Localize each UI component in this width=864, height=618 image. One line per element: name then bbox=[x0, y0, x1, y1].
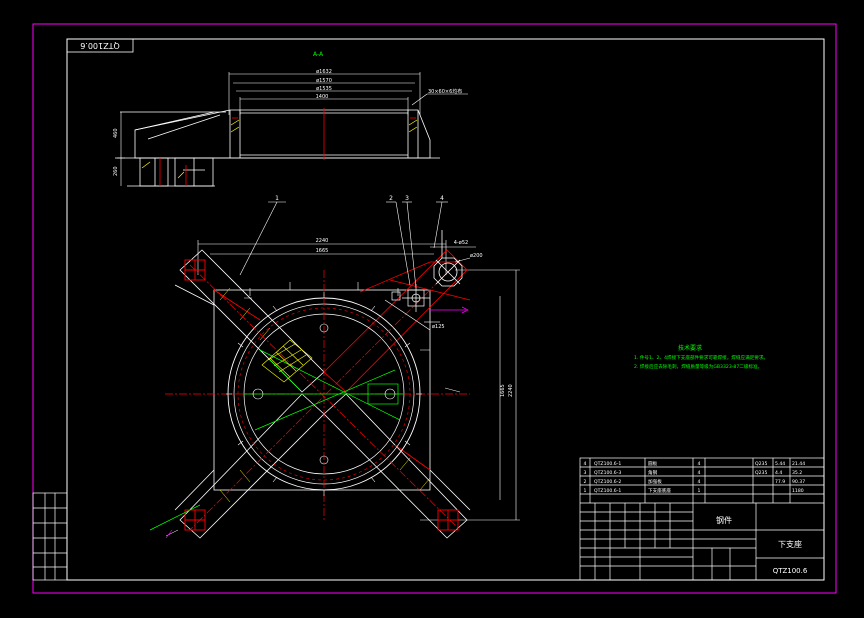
section-view: A-A ø1632 ø1570 ø1535 1400 30×60×6均布 bbox=[113, 51, 468, 187]
part-row-4-qty: 1 bbox=[698, 488, 701, 494]
part-name: 下支座 bbox=[778, 539, 802, 549]
right-dim-2: 2240 bbox=[508, 384, 514, 397]
part-row-2-w2: 35.2 bbox=[792, 470, 802, 476]
inner-frame bbox=[66, 38, 825, 581]
part-row-4-w2: 1180 bbox=[792, 488, 804, 494]
part-row-2-w1: 4.4 bbox=[775, 470, 782, 476]
part-number-4: 4 bbox=[440, 195, 444, 202]
part-row-1-name: 圆板 bbox=[648, 460, 658, 467]
top-dim-2: ø1570 bbox=[316, 78, 332, 84]
part-row-1-qty: 4 bbox=[698, 461, 701, 467]
material: 钢件 bbox=[716, 515, 732, 525]
part-row-2-code: QTZ100.6-3 bbox=[594, 470, 621, 476]
part-row-2-mat: Q235 bbox=[755, 470, 767, 476]
callout-top: 30×60×6均布 bbox=[428, 88, 462, 95]
part-row-3-qty: 4 bbox=[698, 479, 701, 485]
top-dim-3: ø1535 bbox=[316, 86, 332, 92]
rotated-code: QTZ100.6 bbox=[80, 41, 120, 50]
part-row-1-w1: 5.44 bbox=[775, 461, 785, 467]
left-side-table bbox=[32, 492, 68, 581]
part-row-2-no: 3 bbox=[584, 470, 587, 476]
hole-label2: ø200 bbox=[470, 253, 483, 259]
part-row-1-mat: Q235 bbox=[755, 461, 767, 467]
note-1: 1. 件号1、2、4焊接下支座部件要求可靠焊接，焊缝应满足要求。 bbox=[634, 354, 768, 361]
part-row-3-w2: 90.37 bbox=[792, 479, 805, 485]
part-row-4-code: QTZ100.6-1 bbox=[594, 488, 621, 494]
part-row-3-code: QTZ100.6-2 bbox=[594, 479, 621, 485]
part-row-2-qty: 4 bbox=[698, 470, 701, 476]
part-row-3-name: 加强板 bbox=[648, 478, 662, 485]
part-row-1-no: 4 bbox=[584, 461, 587, 467]
small-dim: ø125 bbox=[432, 324, 445, 330]
mesh-patch bbox=[261, 339, 313, 383]
left-dim-2: 260 bbox=[113, 166, 119, 176]
part-row-3-no: 2 bbox=[584, 479, 587, 485]
part-number-1: 1 bbox=[275, 195, 279, 202]
part-row-1-code: QTZ100.6-1 bbox=[594, 461, 621, 467]
left-dim-1: 460 bbox=[113, 128, 119, 138]
top-dim-4: 1400 bbox=[316, 94, 329, 100]
plan-view: 2240 1665 1665 2240 bbox=[149, 195, 520, 539]
note-2: 2. 焊接后应去除毛刺，焊缝质量等级为GB3323-87二级标准。 bbox=[634, 363, 762, 370]
hole-label: 4-ø52 bbox=[454, 240, 468, 246]
notes-title: 技术要求 bbox=[678, 344, 702, 352]
title-block: 4 QTZ100.6-1 圆板 4 Q235 5.44 21.44 3 QTZ1… bbox=[579, 457, 825, 581]
part-row-2-name: 角钢 bbox=[648, 469, 658, 476]
section-label: A-A bbox=[313, 51, 324, 58]
part-row-3-w1: 77.9 bbox=[775, 479, 785, 485]
outer-frame bbox=[32, 23, 837, 594]
part-number-2: 2 bbox=[389, 195, 393, 202]
right-dim-1: 1665 bbox=[500, 384, 506, 397]
top-dim-1: ø1632 bbox=[316, 69, 332, 75]
part-number-3: 3 bbox=[405, 195, 409, 202]
part-row-4-name: 下支座底座 bbox=[648, 487, 671, 494]
technical-notes: 技术要求 1. 件号1、2、4焊接下支座部件要求可靠焊接，焊缝应满足要求。 2.… bbox=[634, 344, 768, 370]
part-row-4-no: 1 bbox=[584, 488, 587, 494]
drawing-code: QTZ100.6 bbox=[773, 567, 808, 575]
plan-dim-2: 1665 bbox=[316, 248, 329, 254]
part-row-1-w2: 21.44 bbox=[792, 461, 805, 467]
code-box bbox=[66, 38, 134, 53]
plan-dim-1: 2240 bbox=[316, 238, 329, 244]
